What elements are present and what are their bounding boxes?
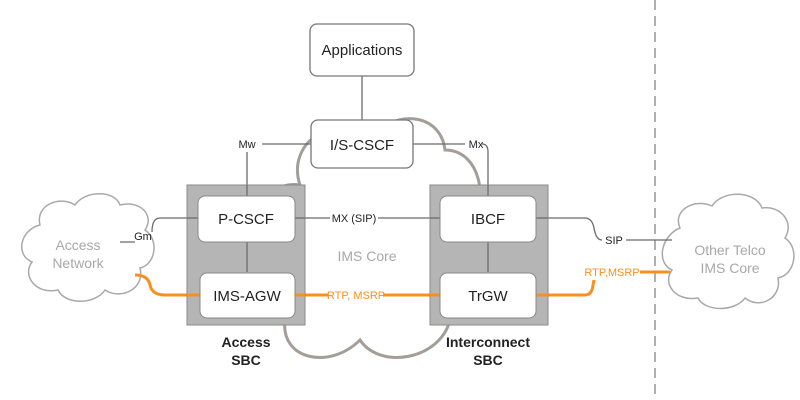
rtp-msrp-core-label: RTP, MSRP	[327, 290, 385, 302]
other-telco-label-1: Other Telco	[694, 242, 766, 258]
link-mx-down	[481, 143, 489, 198]
other-telco-label-2: IMS Core	[700, 260, 759, 276]
media-trgw-ext	[536, 279, 596, 297]
access-sbc-label-2: SBC	[231, 352, 261, 368]
node-applications[interactable]: Applications	[309, 23, 415, 77]
ims-core-label: IMS Core	[337, 248, 396, 264]
link-gm	[120, 217, 198, 243]
access-network-label-1: Access	[55, 237, 100, 253]
trgw-label: TrGW	[468, 288, 508, 305]
node-p-cscf[interactable]: P-CSCF	[197, 195, 296, 243]
rtp-msrp-ext-label: RTP,MSRP	[584, 267, 639, 279]
access-network-cloud	[21, 193, 155, 302]
node-is-cscf[interactable]: I/S-CSCF	[310, 119, 414, 169]
media-access-agw	[134, 273, 200, 297]
node-ibcf[interactable]: IBCF	[439, 195, 537, 243]
mx-top-label: Mx	[469, 139, 484, 151]
other-telco-cloud	[661, 193, 795, 310]
ims-agw-label: IMS-AGW	[213, 288, 281, 305]
applications-label: Applications	[322, 42, 403, 59]
mw-label: Mw	[238, 139, 255, 151]
p-cscf-label: P-CSCF	[218, 211, 274, 228]
mx-sip-label: MX (SIP)	[332, 213, 377, 225]
link-ibcf-sip	[536, 217, 603, 241]
is-cscf-label: I/S-CSCF	[330, 137, 394, 154]
node-trgw[interactable]: TrGW	[439, 272, 537, 319]
ibcf-label: IBCF	[471, 211, 505, 228]
gm-label: Gm	[134, 231, 152, 243]
node-ims-agw[interactable]: IMS-AGW	[199, 272, 296, 319]
access-sbc-label-1: Access	[221, 334, 270, 350]
access-network-label-2: Network	[52, 255, 104, 271]
sip-label: SIP	[605, 235, 623, 247]
interconnect-sbc-label-2: SBC	[473, 352, 503, 368]
interconnect-sbc-label-1: Interconnect	[446, 334, 530, 350]
